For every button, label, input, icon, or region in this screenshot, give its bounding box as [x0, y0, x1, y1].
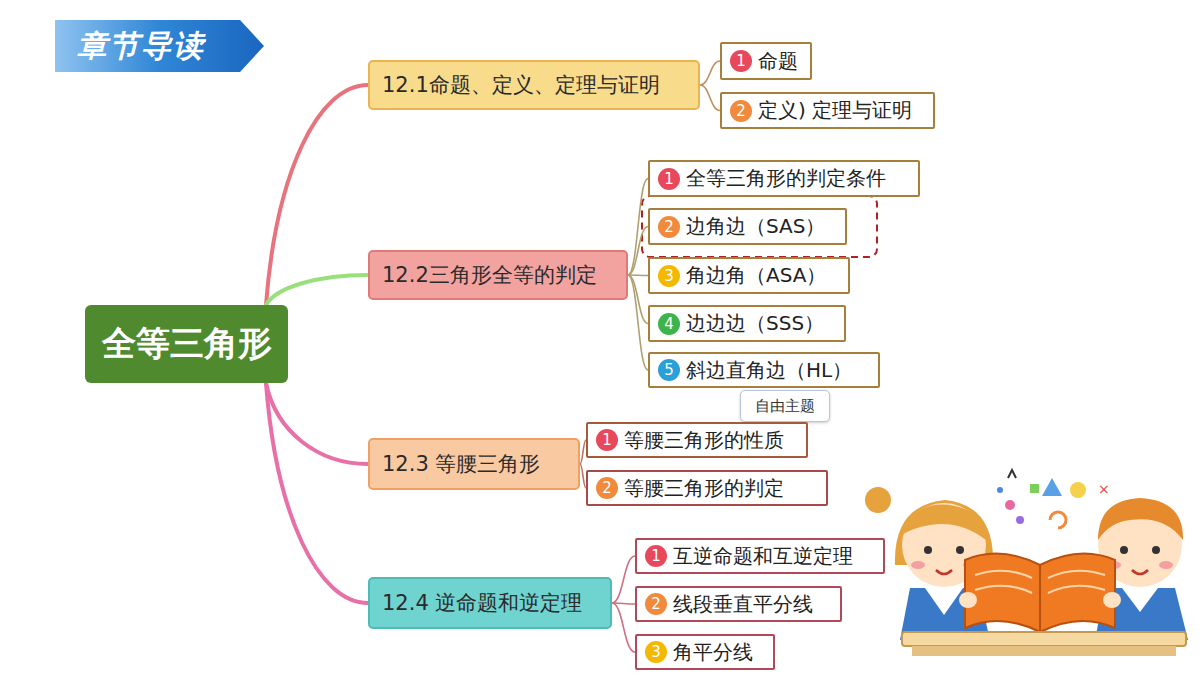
leaf-box: 2 定义) 定理与证明 — [720, 92, 935, 129]
item-number: 2 — [658, 216, 680, 238]
title-banner-text: 章节导读 — [55, 20, 265, 72]
topic-text: 12.2三角形全等的判定 — [382, 261, 597, 289]
item-number: 1 — [645, 545, 667, 567]
item-number: 2 — [730, 100, 752, 122]
item-number: 3 — [658, 265, 680, 287]
leaf-box: 2 等腰三角形的判定 — [586, 470, 828, 506]
branch-connector — [266, 383, 368, 603]
topic-text: 全等三角形的判定条件 — [686, 165, 886, 192]
leaf-box: 1 命题 — [720, 42, 812, 80]
branch-connector — [700, 85, 720, 111]
topic-text: 等腰三角形的性质 — [624, 427, 784, 454]
topic-text: 线段垂直平分线 — [673, 591, 813, 618]
branch-topic: 12.4 逆命题和逆定理 — [368, 577, 612, 629]
kids-illustration: × — [865, 470, 1188, 656]
leaf-box: 2 线段垂直平分线 — [635, 586, 842, 622]
branch-connector — [628, 275, 648, 370]
branch-connector — [266, 275, 368, 305]
highlight-frame — [642, 196, 877, 257]
topic-text: 边边边（SSS） — [686, 310, 824, 337]
leaf-box: 1 全等三角形的判定条件 — [648, 160, 920, 197]
branch-topic: 12.3 等腰三角形 — [368, 438, 580, 490]
leaf-box: 1 等腰三角形的性质 — [586, 422, 808, 458]
topic-text: 角边角（ASA） — [686, 262, 826, 289]
leaf-box: 3 角平分线 — [635, 634, 775, 670]
leaf-box: 5 斜边直角边（HL） — [648, 352, 880, 388]
topic-text: 自由主题 — [755, 397, 815, 416]
chapter-title: 章节导读 — [77, 26, 205, 67]
svg-text:×: × — [1098, 481, 1110, 497]
topic-text: 等腰三角形的判定 — [624, 475, 784, 502]
topic-text: 定义) 定理与证明 — [758, 97, 912, 124]
item-number: 1 — [596, 429, 618, 451]
branch-connector — [628, 179, 648, 276]
branch-connector — [612, 556, 635, 603]
branch-topic: 12.1命题、定义、定理与证明 — [368, 60, 700, 110]
floating-topic: 自由主题 — [740, 390, 830, 422]
leaf-box: 1 互逆命题和互逆定理 — [635, 538, 885, 574]
branch-topic: 12.2三角形全等的判定 — [368, 250, 628, 300]
item-number: 1 — [658, 168, 680, 190]
title-banner — [55, 20, 264, 72]
leaf-box: 4 边边边（SSS） — [648, 305, 846, 342]
topic-text: 12.3 等腰三角形 — [382, 450, 540, 478]
item-number: 1 — [730, 50, 752, 72]
item-number: 4 — [658, 313, 680, 335]
branch-connector — [628, 227, 648, 276]
topic-text: 互逆命题和互逆定理 — [673, 543, 853, 570]
item-number: 2 — [596, 477, 618, 499]
topic-text: 命题 — [758, 48, 798, 75]
topic-text: 12.4 逆命题和逆定理 — [382, 589, 582, 617]
branch-connector — [266, 383, 368, 464]
topic-text: 全等三角形 — [102, 321, 272, 367]
item-number: 5 — [658, 359, 680, 381]
leaf-box: 3 角边角（ASA） — [648, 257, 850, 294]
topic-text: 角平分线 — [673, 639, 753, 666]
topic-text: 12.1命题、定义、定理与证明 — [382, 71, 660, 99]
leaf-box: 2 边角边（SAS） — [648, 208, 847, 245]
branch-connector — [700, 61, 720, 85]
topic-text: 边角边（SAS） — [686, 213, 825, 240]
branch-connector — [612, 603, 635, 652]
topic-text: 斜边直角边（HL） — [686, 357, 852, 384]
branch-connector — [266, 85, 368, 305]
central-topic: 全等三角形 — [85, 305, 288, 383]
item-number: 3 — [645, 641, 667, 663]
item-number: 2 — [645, 593, 667, 615]
